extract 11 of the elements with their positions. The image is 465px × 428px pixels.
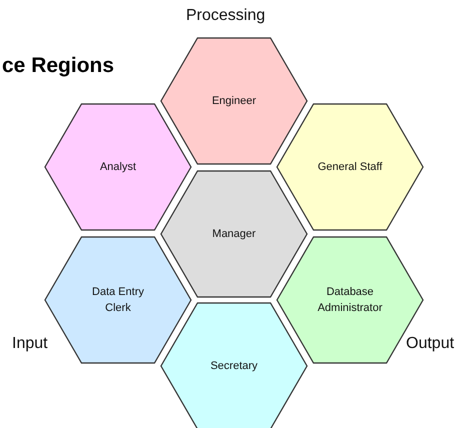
region-label: Processing	[186, 7, 266, 25]
role-label: Data Entry Clerk	[91, 285, 145, 316]
diagram-title: ce Regions	[2, 54, 114, 78]
role-label: Manager	[211, 227, 257, 242]
role-label: Secretary	[209, 359, 259, 374]
role-label: Database Administrator	[316, 285, 384, 316]
role-label: Engineer	[210, 94, 258, 109]
region-label: Output	[406, 335, 454, 353]
role-label: General Staff	[316, 160, 384, 175]
region-label: Input	[12, 335, 48, 353]
role-label: Analyst	[98, 160, 138, 175]
